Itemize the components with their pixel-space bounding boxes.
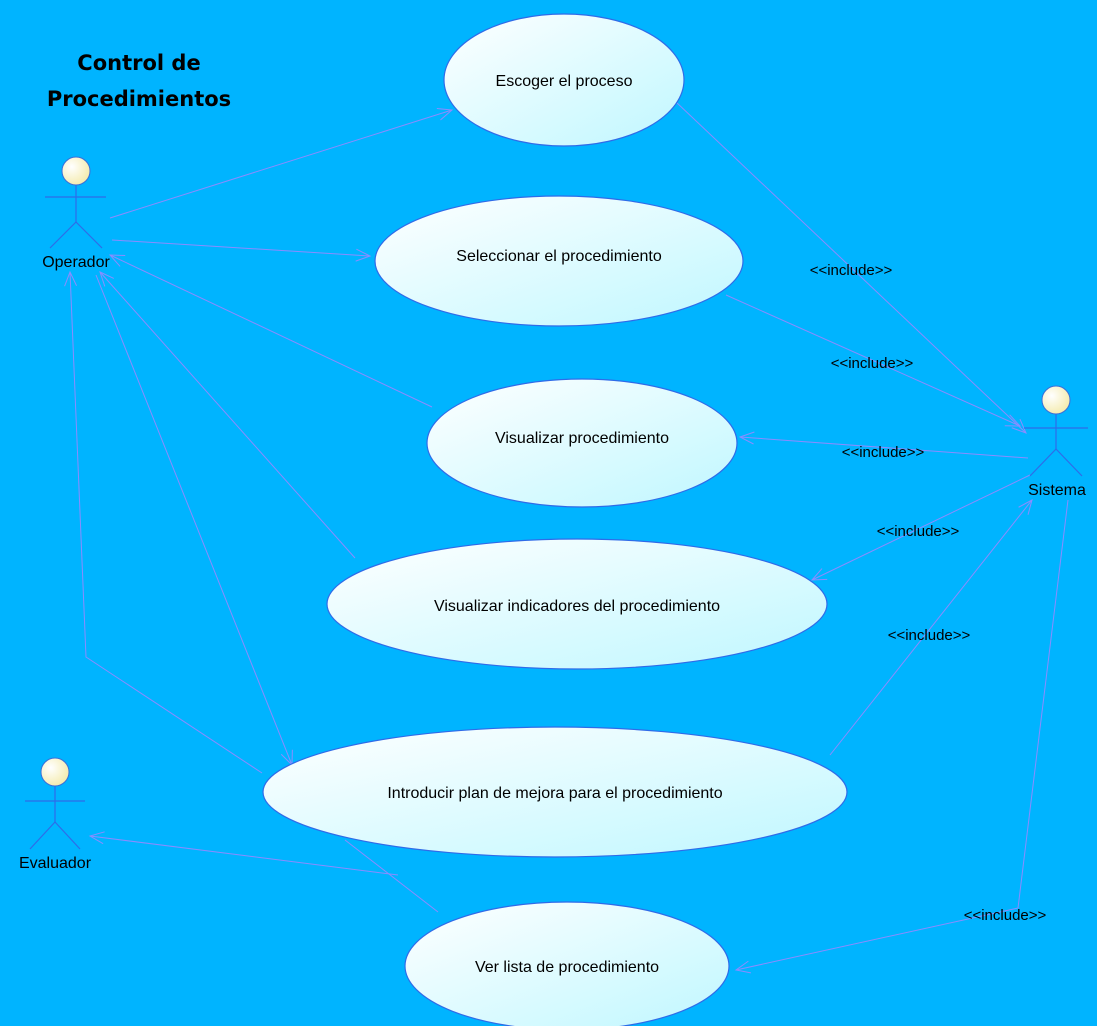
assoc-operador-introducir-line — [95, 274, 293, 766]
include-sistema-lista-arrowhead — [734, 960, 752, 974]
relation-lines — [64, 101, 1069, 974]
use-case-introducir-shape — [262, 726, 848, 858]
include-labels: <<include>> <<include>> <<include>> <<in… — [810, 262, 1047, 924]
use-case-visualizar[interactable]: Visualizar procedimiento — [426, 378, 738, 508]
use-case-escoger-label: Escoger el proceso — [496, 73, 633, 90]
actor-operador-head — [61, 156, 91, 186]
assoc-lista-evaluador-arrowhead — [88, 831, 105, 845]
actor-operador-label: Operador — [42, 254, 110, 271]
include-escoger-sistema-arrowhead — [1011, 418, 1027, 434]
assoc-operador-seleccionar-line — [111, 239, 371, 257]
title-line-2: Procedimientos — [47, 87, 231, 111]
use-case-lista[interactable]: Ver lista de procedimiento — [404, 901, 730, 1026]
use-case-lista-label: Ver lista de procedimiento — [475, 959, 659, 976]
actor-sistema-head — [1041, 385, 1071, 415]
assoc-operador-escoger-arrowhead — [436, 107, 454, 121]
actor-evaluador-head — [40, 757, 70, 787]
use-case-seleccionar-shape — [374, 195, 744, 327]
title-line-1: Control de — [77, 51, 200, 75]
assoc-operador-escoger-line — [109, 109, 453, 219]
assoc-lista-evaluador-line — [89, 835, 399, 876]
use-case-visualizar-label: Visualizar procedimiento — [495, 430, 669, 447]
include-sistema-indicadores-arrowhead — [810, 568, 828, 581]
include-escoger-sistema-line — [675, 101, 1027, 434]
include-seleccionar-sistema-line — [725, 294, 1021, 427]
include-sistema-lista-line — [735, 499, 1069, 971]
actor-evaluador[interactable]: Evaluador — [19, 757, 92, 872]
include-seleccionar-sistema-arrowhead — [1004, 414, 1022, 427]
use-case-escoger[interactable]: Escoger el proceso — [443, 13, 685, 147]
include-label-lista: <<include>> — [964, 907, 1047, 924]
diagram-title: Control de Procedimientos — [47, 51, 231, 111]
use-case-lista-shape — [404, 901, 730, 1026]
assoc-visualizar-operador-arrowhead — [108, 254, 126, 267]
include-sistema-indicadores-line — [811, 474, 1031, 581]
assoc-indicadores-operador-line — [99, 271, 356, 559]
include-label-visualizar: <<include>> — [842, 444, 925, 461]
actor-sistema[interactable]: Sistema — [1024, 385, 1088, 499]
actor-operador[interactable]: Operador — [42, 156, 110, 271]
include-sistema-visualizar-arrowhead — [738, 431, 755, 445]
use-case-indicadores[interactable]: Visualizar indicadores del procedimiento — [326, 538, 828, 670]
assoc-introducir-lista-line — [344, 839, 439, 913]
use-case-seleccionar-label: Seleccionar el procedimiento — [456, 248, 662, 265]
include-label-indicadores: <<include>> — [877, 523, 960, 540]
assoc-operador-seleccionar-arrowhead — [355, 248, 372, 262]
include-introducir-sistema-line — [829, 499, 1033, 756]
assoc-introducir-operador-line — [69, 271, 263, 774]
use-case-indicadores-shape — [326, 538, 828, 670]
include-label-seleccionar: <<include>> — [831, 355, 914, 372]
include-sistema-visualizar-line — [739, 436, 1029, 459]
include-label-introducir: <<include>> — [888, 627, 971, 644]
use-case-escoger-shape — [443, 13, 685, 147]
use-case-indicadores-label: Visualizar indicadores del procedimiento — [434, 598, 720, 615]
assoc-visualizar-operador-line — [109, 254, 433, 408]
assoc-introducir-operador-arrowhead — [64, 270, 78, 287]
use-case-introducir[interactable]: Introducir plan de mejora para el proced… — [262, 726, 848, 858]
include-introducir-sistema-arrowhead — [1018, 499, 1033, 515]
assoc-indicadores-operador-arrowhead — [99, 271, 115, 287]
actor-evaluador-label: Evaluador — [19, 855, 92, 872]
use-case-seleccionar[interactable]: Seleccionar el procedimiento — [374, 195, 744, 327]
use-case-introducir-label: Introducir plan de mejora para el proced… — [387, 785, 722, 802]
actor-sistema-label: Sistema — [1028, 482, 1086, 499]
include-label-escoger: <<include>> — [810, 262, 893, 279]
use-case-visualizar-shape — [426, 378, 738, 508]
